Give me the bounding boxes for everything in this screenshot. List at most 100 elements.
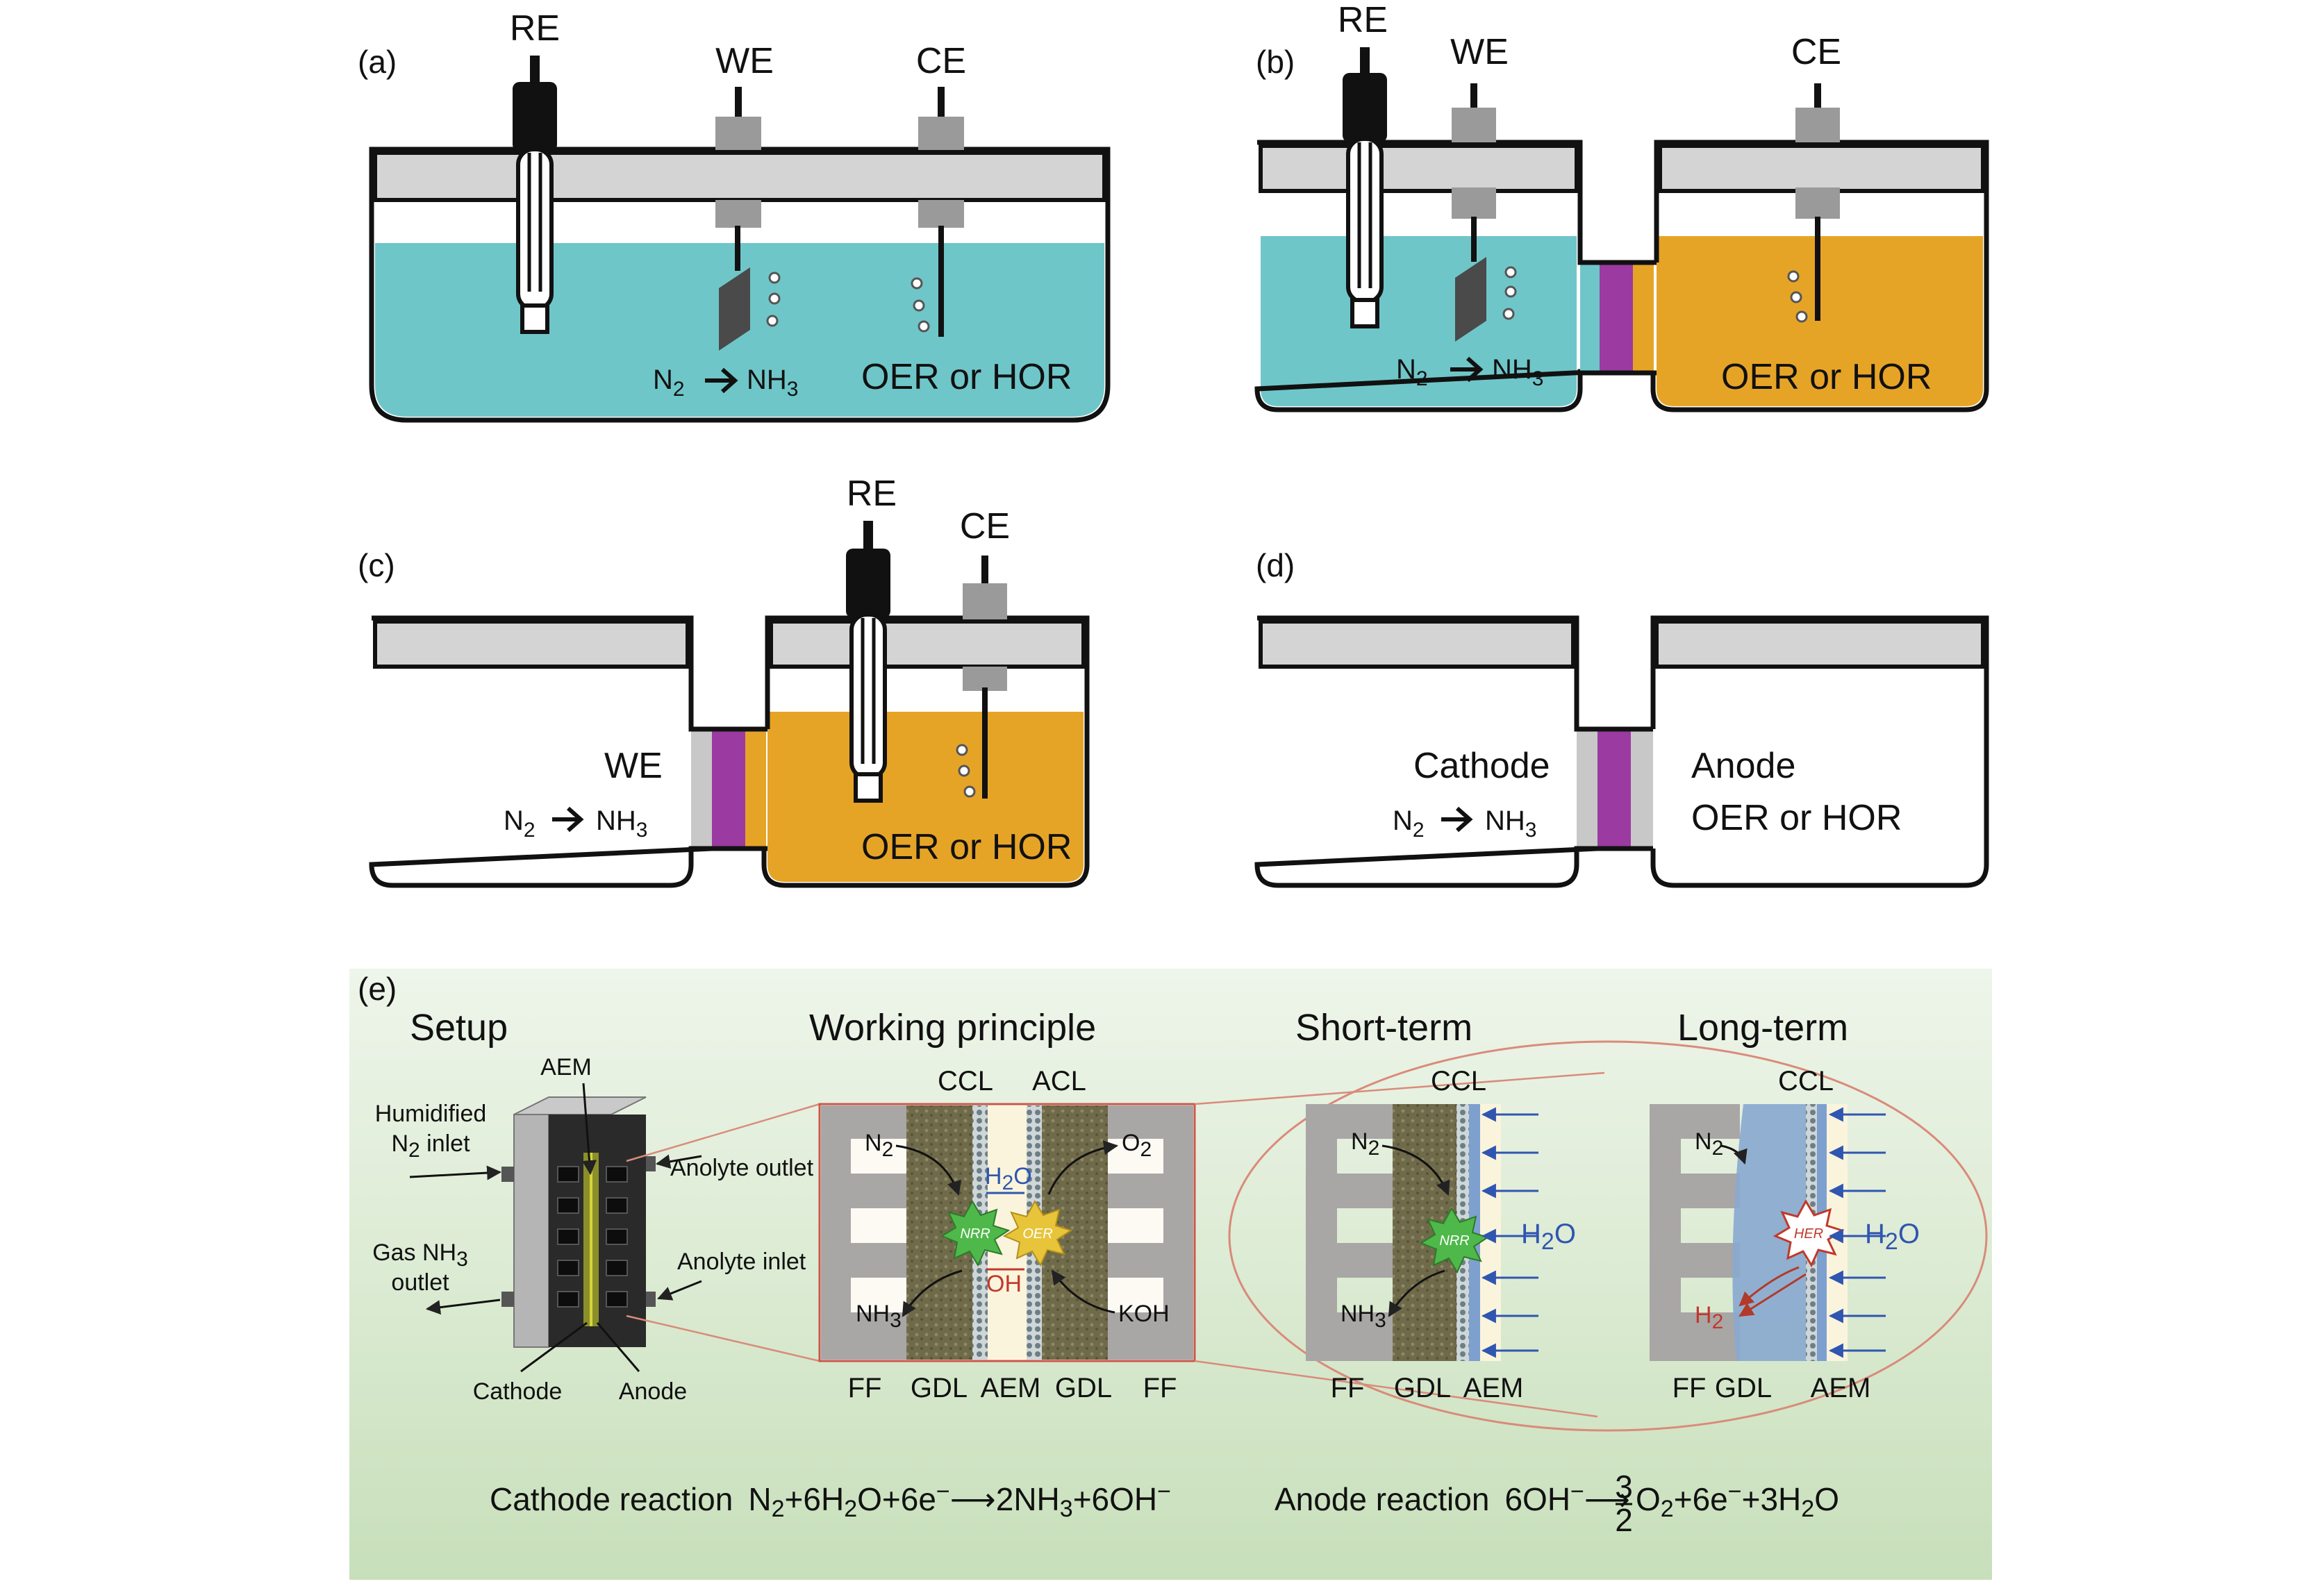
panel-c-bridge-left	[691, 731, 712, 847]
panel-b-anolyte	[1657, 236, 1983, 406]
panel-b-right-lid	[1658, 144, 1985, 193]
panel-b-ce-label: CE	[1791, 32, 1841, 72]
header-working-principle: Working principle	[809, 1007, 1096, 1049]
setup-anolyte-outlet-label: Anolyte outlet	[670, 1155, 814, 1181]
panel-a-re-label: RE	[510, 8, 560, 49]
setup-aem-label: AEM	[540, 1054, 592, 1080]
working-acl-label: ACL	[1032, 1066, 1086, 1096]
panel-c-reference-electrode	[846, 521, 890, 803]
working-o2-label: O2	[1122, 1130, 1152, 1161]
zoom-line-right-bottom	[1194, 1360, 1598, 1418]
panel-a-working-electrode	[715, 87, 781, 351]
panel-b-arrow	[1450, 356, 1484, 383]
long-bottom-ff: FF	[1673, 1373, 1707, 1403]
panel-b: (b) RE	[1254, 0, 1989, 412]
setup-outlet-label: outlet	[391, 1269, 449, 1296]
short-n2-arrow	[1381, 1144, 1450, 1196]
panel-b-catholyte	[1261, 236, 1577, 406]
panel-a-oxidation: OER or HOR	[861, 357, 1072, 397]
long-her-text: HER	[1794, 1226, 1823, 1242]
panel-a-vessel	[369, 147, 1111, 423]
panel-b-reaction: N2	[1396, 354, 1428, 390]
working-oh-label: OH	[986, 1271, 1022, 1297]
long-water-arrows	[1828, 1107, 1886, 1358]
panel-c-product: NH3	[596, 805, 647, 842]
zoom-line-right-top	[1194, 1071, 1605, 1105]
panel-d: (d) Cathode N2 NH3 Anode OER or HOR	[1254, 547, 1989, 888]
panel-c-left-lid	[373, 619, 690, 669]
panel-b-bridge-left	[1580, 264, 1600, 372]
panel-d-anode-label: Anode	[1691, 746, 1795, 786]
working-oer-text: OER	[1022, 1226, 1052, 1242]
working-o2-arrow	[1047, 1140, 1119, 1195]
panel-a-product: NH3	[747, 365, 798, 401]
zoom-line-bottom	[626, 1314, 820, 1362]
panel-c-counter-electrode	[956, 556, 1007, 799]
short-bottom-ff: FF	[1331, 1373, 1365, 1403]
short-nh3-arrow	[1388, 1269, 1445, 1317]
anode-reaction-products: O2+6e−+3H2O	[1636, 1478, 1839, 1522]
setup-cathode-label: Cathode	[473, 1378, 563, 1405]
working-koh-arrow	[1051, 1269, 1115, 1314]
panel-b-re-label: RE	[1338, 0, 1388, 40]
short-ccl-label: CCL	[1431, 1066, 1486, 1096]
panel-b-product: NH3	[1492, 354, 1543, 390]
panel-d-arrow	[1441, 806, 1473, 833]
panel-a-reaction: N2	[653, 365, 685, 401]
short-nh3-label: NH3	[1341, 1301, 1386, 1332]
panel-c: (c) RE	[358, 474, 1090, 888]
working-nh3-arrow	[902, 1269, 963, 1317]
panel-d-membrane	[1597, 731, 1631, 847]
panel-b-working-electrode	[1452, 83, 1517, 342]
short-n2-label: N2	[1351, 1128, 1379, 1160]
setup-aem-pointer	[582, 1083, 597, 1176]
panel-d-bridge-left	[1577, 731, 1597, 847]
working-bottom-aem: AEM	[981, 1373, 1041, 1403]
setup-anolyte-inlet-label: Anolyte inlet	[677, 1249, 806, 1275]
panel-d-cathode-label: Cathode	[1413, 746, 1550, 786]
long-h2-arrow-1	[1738, 1266, 1800, 1307]
long-h2-label: H2	[1695, 1302, 1723, 1333]
long-n2-label: N2	[1695, 1128, 1723, 1160]
panel-b-membrane	[1600, 264, 1633, 372]
panel-d-right-vessel	[1650, 615, 1989, 888]
panel-c-arrow	[552, 806, 584, 833]
setup-gas-nh3-label: Gas NH3	[372, 1239, 468, 1271]
panel-c-reaction: N2	[504, 805, 536, 842]
working-bottom-ff-right: FF	[1143, 1373, 1177, 1403]
header-short-term: Short-term	[1295, 1007, 1472, 1049]
setup-humidified-label: Humidified	[375, 1101, 487, 1127]
anode-reaction-denominator: 2	[1615, 1502, 1633, 1538]
panel-b-we-label: WE	[1450, 32, 1509, 72]
setup-gas-outlet-arrow	[425, 1299, 501, 1315]
panel-a-arrow	[705, 367, 738, 394]
zoom-line-top	[626, 1103, 820, 1162]
panel-c-tag: (c)	[358, 547, 395, 583]
long-bottom-gdl: GDL	[1715, 1373, 1772, 1403]
zoom-ellipse	[1228, 1040, 1988, 1432]
setup-cathode-pointer	[520, 1321, 588, 1373]
working-principle-cell	[818, 1103, 1196, 1362]
panel-a-reference-electrode	[513, 56, 557, 334]
panel-a-ce-label: CE	[916, 41, 966, 81]
working-nh3-label: NH3	[856, 1301, 902, 1332]
setup-n2-inlet-label: N2 inlet	[391, 1130, 470, 1162]
working-koh-label: KOH	[1118, 1301, 1170, 1327]
anode-reaction-numerator: 3	[1615, 1469, 1633, 1505]
panel-e: (e) Setup Working principle Short-term L…	[349, 969, 1992, 1580]
setup-anolyte-inlet-arrow	[657, 1280, 702, 1301]
short-bottom-gdl: GDL	[1394, 1373, 1451, 1403]
long-her-burst	[1773, 1199, 1845, 1268]
short-h2o-label: H2O	[1521, 1219, 1576, 1255]
setup-anode-label: Anode	[619, 1378, 687, 1405]
header-setup: Setup	[410, 1007, 508, 1049]
panel-c-right-lid	[769, 619, 1086, 669]
setup-device	[501, 1096, 656, 1348]
panel-d-product: NH3	[1485, 805, 1536, 842]
panel-d-bridge-right	[1631, 731, 1653, 847]
header-long-term: Long-term	[1677, 1007, 1848, 1049]
panel-b-oxidation: OER or HOR	[1721, 357, 1932, 397]
panel-c-membrane	[712, 731, 745, 847]
panel-c-we-label: WE	[604, 746, 663, 786]
